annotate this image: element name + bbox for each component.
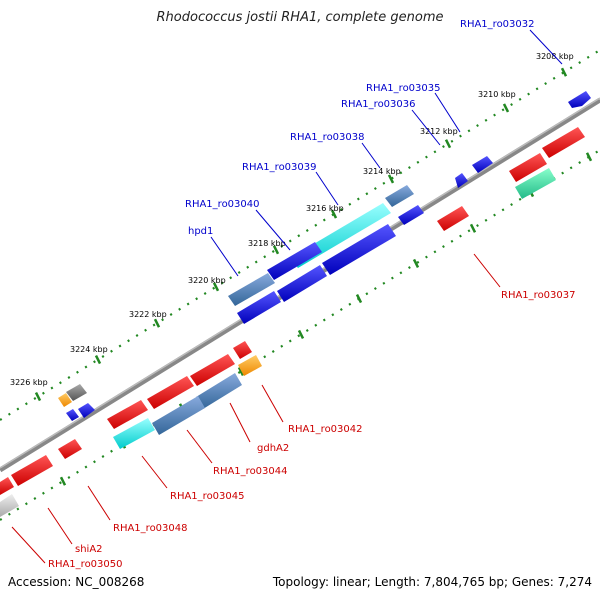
tick-mark	[330, 209, 338, 219]
gene-RHA1_ro03045[interactable]	[113, 418, 155, 449]
tick-mark	[34, 392, 42, 402]
forward-gene-labels: RHA1_ro03032 RHA1_ro03035 RHA1_ro03036 R…	[185, 19, 535, 237]
gene-forward-left-blue2[interactable]	[66, 409, 79, 421]
gene-RHA1_ro03036[interactable]	[455, 173, 468, 188]
gene-reverse-row1-c[interactable]	[107, 400, 148, 429]
map-title: Rhodococcus jostii RHA1, complete genome	[156, 10, 444, 25]
gene-forward-row2-d[interactable]	[237, 291, 281, 324]
gene-forward-left-orange[interactable]	[58, 393, 72, 407]
tick-label: 3210 kbp	[478, 90, 516, 99]
topology-summary: Topology: linear; Length: 7,804,765 bp; …	[272, 575, 592, 589]
tick-mark	[272, 245, 280, 255]
tick-label: 3220 kbp	[188, 276, 226, 285]
label-RHA1_ro03044[interactable]: RHA1_ro03044	[213, 466, 288, 477]
tick-label: 3224 kbp	[70, 345, 108, 354]
accession-text: Accession: NC_008268	[8, 575, 145, 589]
gene-forward-row2-c[interactable]	[277, 265, 327, 302]
label-RHA1_ro03037[interactable]: RHA1_ro03037	[501, 290, 576, 301]
tick-mark	[153, 318, 161, 328]
gene-RHA1_ro03050[interactable]	[0, 494, 19, 517]
label-RHA1_ro03042[interactable]: RHA1_ro03042	[288, 424, 363, 435]
gene-reverse-left-red[interactable]	[0, 477, 14, 495]
gene-forward-left-gray[interactable]	[66, 384, 87, 401]
label-RHA1_ro03045[interactable]: RHA1_ro03045	[170, 491, 245, 502]
label-RHA1_ro03048[interactable]: RHA1_ro03048	[113, 523, 188, 534]
gene-forward-row2-b[interactable]	[322, 224, 396, 275]
label-shiA2[interactable]: shiA2	[75, 544, 103, 555]
ruler-upper	[0, 49, 600, 421]
gene-RHA1_ro03038[interactable]	[385, 185, 414, 207]
tick-mark	[560, 67, 568, 77]
tick-mark	[387, 174, 395, 184]
gene-reverse-row1-a[interactable]	[190, 354, 235, 386]
gene-reverse-tr-2[interactable]	[509, 153, 547, 182]
tick-mark	[94, 355, 102, 365]
tick-mark	[469, 223, 477, 233]
gene-reverse-tr-1[interactable]	[542, 127, 585, 158]
label-gdhA2[interactable]: gdhA2	[257, 443, 289, 454]
tick-mark	[237, 366, 245, 376]
tick-mark	[59, 476, 67, 486]
label-RHA1_ro03032[interactable]: RHA1_ro03032	[460, 19, 535, 30]
label-RHA1_ro03050[interactable]: RHA1_ro03050	[48, 559, 123, 570]
gene-RHA1_ro03042[interactable]	[238, 355, 262, 376]
reverse-label-connectors	[11, 253, 501, 564]
tick-label: 3216 kbp	[306, 204, 344, 213]
forward-strand-genes	[58, 91, 591, 421]
gene-forward-row2-a[interactable]	[398, 205, 424, 225]
tick-mark	[212, 282, 220, 292]
gene-shiA2[interactable]	[11, 455, 53, 486]
tick-label: 3222 kbp	[129, 310, 167, 319]
tick-mark	[297, 329, 305, 339]
gene-RHA1_ro03037[interactable]	[437, 206, 469, 231]
ruler-ticks	[34, 67, 593, 486]
gene-RHA1_ro03042-red[interactable]	[233, 341, 252, 359]
forward-label-connectors	[210, 29, 563, 277]
tick-mark	[355, 294, 363, 304]
gene-RHA1_ro03032[interactable]	[568, 91, 591, 108]
reverse-strand-genes	[0, 127, 585, 517]
label-hpd1[interactable]: hpd1	[188, 226, 213, 237]
tick-mark	[444, 139, 452, 149]
tick-mark	[412, 258, 420, 269]
gene-RHA1_ro03035[interactable]	[472, 156, 493, 173]
tick-label: 3218 kbp	[248, 239, 286, 248]
gene-reverse-row1-b[interactable]	[147, 376, 194, 409]
tick-mark	[502, 103, 510, 113]
gene-forward-left-blue1[interactable]	[78, 403, 95, 418]
label-RHA1_ro03036[interactable]: RHA1_ro03036	[341, 99, 416, 110]
reverse-gene-labels: RHA1_ro03037 RHA1_ro03042 gdhA2 RHA1_ro0…	[48, 290, 576, 570]
tick-label: 3226 kbp	[10, 378, 48, 387]
tick-label: 3212 kbp	[420, 127, 458, 136]
gene-RHA1_ro03044[interactable]	[152, 396, 205, 435]
gene-reverse-tr-green[interactable]	[515, 168, 556, 199]
gene-RHA1_ro03040[interactable]	[267, 242, 322, 280]
label-RHA1_ro03038[interactable]: RHA1_ro03038	[290, 132, 365, 143]
tick-label: 3214 kbp	[363, 167, 401, 176]
label-RHA1_ro03039[interactable]: RHA1_ro03039	[242, 162, 317, 173]
tick-mark	[585, 152, 593, 162]
gene-RHA1_ro03048[interactable]	[58, 439, 82, 459]
label-RHA1_ro03040[interactable]: RHA1_ro03040	[185, 199, 260, 210]
label-RHA1_ro03035[interactable]: RHA1_ro03035	[366, 83, 441, 94]
gene-gdhA2[interactable]	[196, 373, 242, 409]
gene-hpd1[interactable]	[228, 273, 275, 306]
